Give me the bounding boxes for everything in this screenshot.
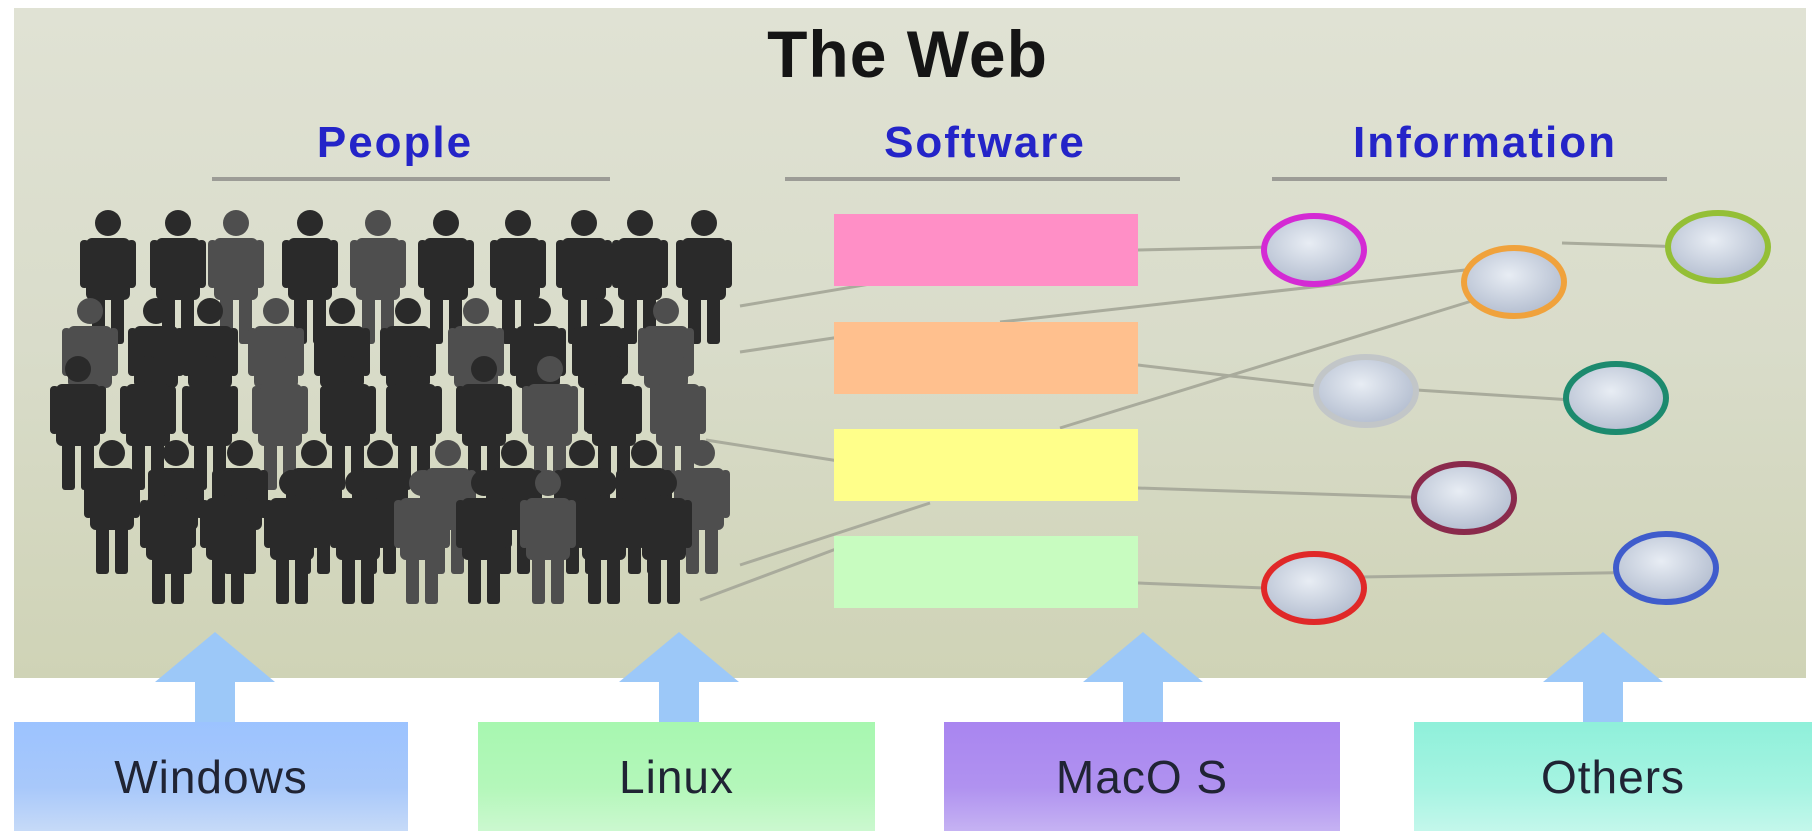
person-figure <box>394 470 450 604</box>
connector-line <box>739 501 931 567</box>
information-node <box>1411 461 1517 535</box>
diagram-title: The Web <box>767 17 1048 91</box>
connector-line <box>1359 570 1663 579</box>
information-node <box>1261 551 1367 625</box>
connector-line <box>999 268 1466 324</box>
person-figure <box>50 356 106 490</box>
section-label-information: Information <box>1353 118 1617 167</box>
information-nodes <box>1261 210 1771 625</box>
person-figure <box>636 470 692 604</box>
up-arrow-icon <box>1083 632 1203 737</box>
person-figure <box>676 210 732 344</box>
up-arrow-icon <box>619 632 739 737</box>
people-underline <box>212 177 610 181</box>
person-figure <box>576 470 632 604</box>
person-figure <box>456 470 512 604</box>
information-node <box>1563 361 1669 435</box>
person-figure <box>200 470 256 604</box>
person-figure <box>208 210 264 344</box>
person-figure <box>282 210 338 344</box>
person-figure <box>150 210 206 344</box>
connector-line <box>1137 245 1273 252</box>
section-label-people: People <box>316 118 474 167</box>
connector-line <box>1059 298 1476 430</box>
people-crowd <box>50 210 732 604</box>
person-figure <box>140 470 196 604</box>
information-underline <box>1272 177 1667 181</box>
os-box-macos[interactable]: MacO S <box>944 722 1340 831</box>
person-figure <box>418 210 474 344</box>
software-block-green <box>834 536 1138 608</box>
section-label-software: Software <box>884 118 1086 167</box>
information-node <box>1261 213 1367 287</box>
connector-line <box>1137 363 1326 389</box>
connector-line <box>705 438 846 464</box>
person-figure <box>350 210 406 344</box>
os-box-windows[interactable]: Windows <box>14 722 408 831</box>
person-figure <box>330 470 386 604</box>
software-block-pink <box>834 214 1138 286</box>
person-figure <box>520 470 576 604</box>
person-figure <box>84 440 140 574</box>
software-block-yellow <box>834 429 1138 501</box>
information-node <box>1665 210 1771 284</box>
information-node <box>1461 245 1567 319</box>
os-box-linux[interactable]: Linux <box>478 722 875 831</box>
connector-line <box>1137 486 1441 500</box>
connector-line <box>699 538 861 602</box>
information-node <box>1613 531 1719 605</box>
software-underline <box>785 177 1180 181</box>
information-node <box>1313 354 1419 428</box>
software-block-orange <box>834 322 1138 394</box>
person-figure <box>612 210 668 344</box>
up-arrow-icon <box>155 632 275 737</box>
os-box-others[interactable]: Others <box>1414 722 1812 831</box>
person-figure <box>556 210 612 344</box>
up-arrow-icon <box>1543 632 1663 737</box>
person-figure <box>264 470 320 604</box>
